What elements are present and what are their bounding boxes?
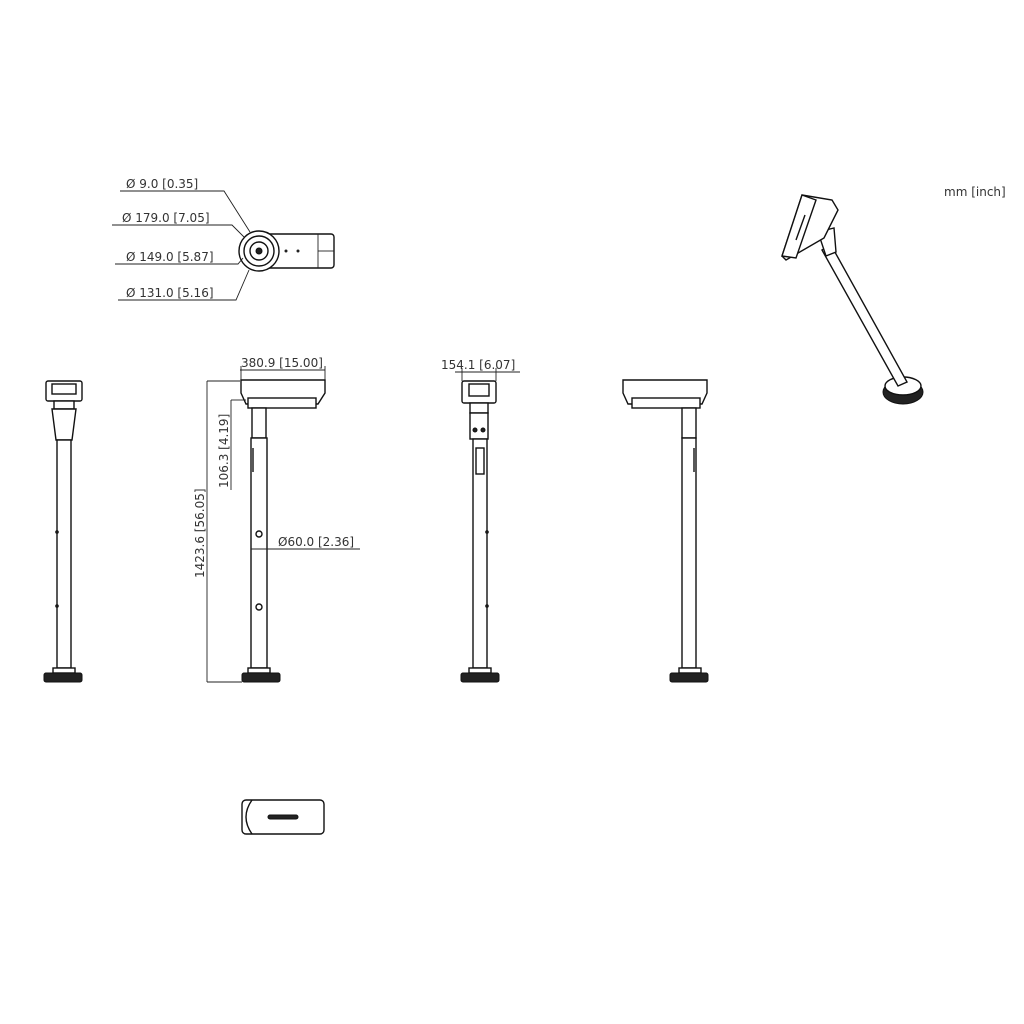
dim-total-height: 1423.6 [56.05] — [193, 488, 207, 578]
front-view-left — [43, 380, 83, 683]
dim-hole-diameter: Ø 9.0 [0.35] — [126, 177, 198, 191]
dim-width: 380.9 [15.00] — [241, 356, 323, 370]
dim-base-inner-diameter: Ø 131.0 [5.16] — [126, 286, 214, 300]
isometric-view — [781, 194, 924, 405]
front-view-center: 154.1 [6.07] — [441, 358, 520, 683]
dim-base-mid-diameter: Ø 149.0 [5.87] — [126, 250, 214, 264]
side-view-right — [622, 379, 709, 683]
units-label: mm [inch] — [944, 185, 1006, 199]
top-view: Ø 9.0 [0.35] Ø 179.0 [7.05] Ø 149.0 [5.8… — [112, 177, 335, 301]
dim-pole-diameter: Ø60.0 [2.36] — [278, 535, 354, 549]
side-view: 380.9 [15.00] 1423.6 [56.05] 106.3 [4.19… — [193, 356, 360, 683]
dim-mount-height: 106.3 [4.19] — [217, 414, 231, 488]
dim-base-outer-diameter: Ø 179.0 [7.05] — [122, 211, 210, 225]
bottom-view — [241, 799, 325, 835]
dim-front-width: 154.1 [6.07] — [441, 358, 515, 372]
